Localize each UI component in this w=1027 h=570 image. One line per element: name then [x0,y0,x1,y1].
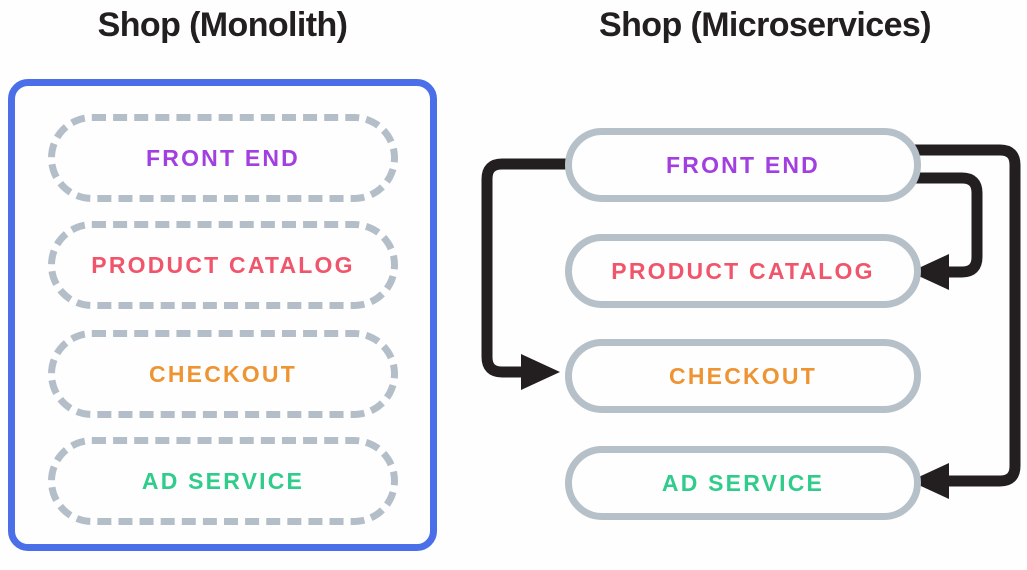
monolith-boundary-box: FRONT END PRODUCT CATALOG CHECKOUT AD SE… [8,79,437,551]
monolith-service-label-product-catalog: PRODUCT CATALOG [91,251,355,278]
microservice-front-end[interactable]: FRONT END [565,128,921,202]
arrow-front-end-to-ad-service [910,144,1021,499]
microservice-checkout[interactable]: CHECKOUT [565,339,921,413]
microservice-product-catalog[interactable]: PRODUCT CATALOG [565,234,921,308]
monolith-service-ad-service[interactable]: AD SERVICE [48,437,398,525]
microservice-label-checkout: CHECKOUT [669,362,817,389]
microservice-label-ad-service: AD SERVICE [661,469,825,496]
monolith-service-label-front-end: FRONT END [146,144,300,171]
monolith-service-checkout[interactable]: CHECKOUT [48,330,398,418]
monolith-service-label-checkout: CHECKOUT [149,360,297,387]
monolith-service-product-catalog[interactable]: PRODUCT CATALOG [48,221,398,309]
microservice-label-product-catalog: PRODUCT CATALOG [611,257,875,284]
arrow-front-end-to-checkout [481,158,572,390]
microservice-label-front-end: FRONT END [666,151,820,178]
panel-title-microservices: Shop (Microservices) [599,6,931,44]
microservice-ad-service[interactable]: AD SERVICE [565,446,921,520]
monolith-service-label-ad-service: AD SERVICE [141,467,305,494]
panel-title-monolith: Shop (Monolith) [97,6,348,44]
monolith-service-front-end[interactable]: FRONT END [48,114,398,202]
